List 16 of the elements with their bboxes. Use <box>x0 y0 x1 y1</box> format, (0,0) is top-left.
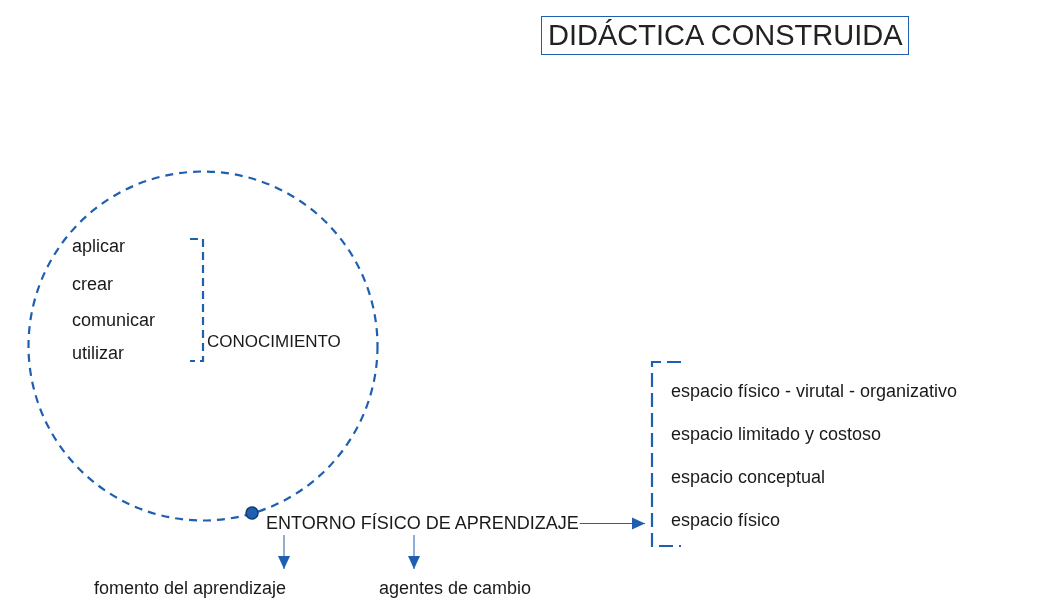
node-text: espacio físico <box>671 510 781 531</box>
node-text: espacio físico - virutal - organizativo <box>671 381 958 402</box>
node-text: ENTORNO FÍSICO DE APRENDIZAJE <box>266 513 579 534</box>
node-text: agentes de cambio <box>379 578 532 599</box>
node-text: CONOCIMIENTO <box>207 332 341 352</box>
arrow <box>579 517 646 530</box>
node-text: aplicar <box>72 236 126 257</box>
node-text: utilizar <box>72 343 124 364</box>
node-text: espacio conceptual <box>671 467 826 488</box>
arrow <box>408 534 420 570</box>
node-text: crear <box>72 274 113 295</box>
title: DIDÁCTICA CONSTRUIDA <box>541 16 910 55</box>
node-text: fomento del aprendizaje <box>94 578 287 599</box>
node-text: comunicar <box>72 310 156 331</box>
arrow <box>278 534 290 570</box>
node-text: espacio limitado y costoso <box>671 424 882 445</box>
